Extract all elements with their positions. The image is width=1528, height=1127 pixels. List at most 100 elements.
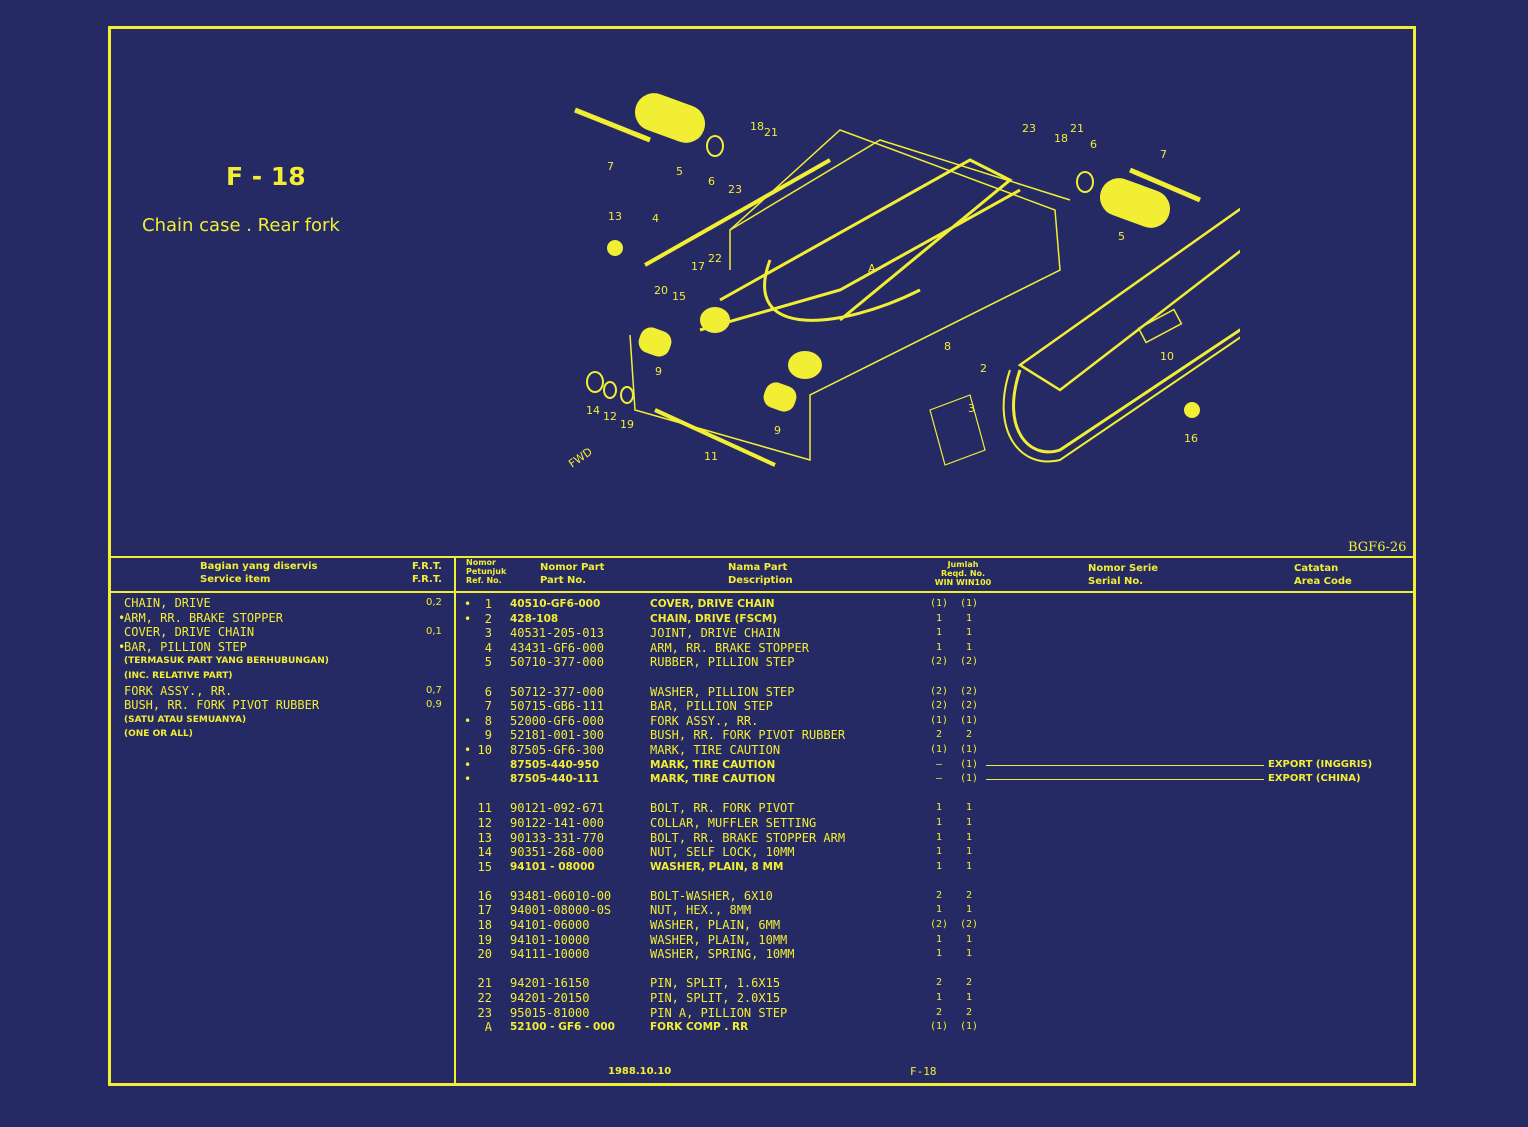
part-qty-win: 1 xyxy=(935,948,943,960)
service-item-row: •BAR, PILLION STEP xyxy=(118,640,456,655)
part-star: • xyxy=(464,742,472,757)
diagram-label: 14 xyxy=(586,404,600,417)
part-ref-no: 3 xyxy=(484,626,492,641)
part-description: CHAIN, DRIVE (FSCM) xyxy=(650,612,778,625)
header-frt: F.R.T. F.R.T. xyxy=(412,561,442,585)
diagram-label: 17 xyxy=(691,260,705,273)
part-qty-win100: (1) xyxy=(960,743,979,755)
drawing-code: BGF6-26 xyxy=(1348,540,1407,555)
part-description: BUSH, RR. FORK PIVOT RUBBER xyxy=(650,728,846,743)
part-qty-win100: 1 xyxy=(965,831,973,843)
diagram-label: 7 xyxy=(607,160,614,173)
header-description: Nama Part Description xyxy=(728,562,793,586)
service-item-frt: 0,2 xyxy=(426,597,442,608)
service-item-frt: 0,7 xyxy=(426,684,442,696)
group-spacer xyxy=(460,670,1410,685)
part-number: 95015-81000 xyxy=(510,1005,590,1020)
part-qty-win100: 1 xyxy=(965,641,973,653)
part-qty-win100: 1 xyxy=(965,612,973,624)
part-description: PIN A, PILLION STEP xyxy=(650,1005,788,1020)
service-item-row: CHAIN, DRIVE 0,2 xyxy=(118,596,456,611)
part-qty-win: 1 xyxy=(935,846,943,858)
part-number: 90122-141-000 xyxy=(510,815,604,830)
header-quantity: Jumlah Reqd. No. WIN WIN100 xyxy=(934,560,992,587)
part-star: • xyxy=(464,772,472,787)
part-number: 94101 - 08000 xyxy=(510,860,595,873)
part-number: 94101-10000 xyxy=(510,932,590,947)
diagram-label: 22 xyxy=(708,252,722,265)
part-number: 93481-06010-00 xyxy=(510,888,612,903)
service-item-name: (ONE OR ALL) xyxy=(124,729,193,740)
part-qty-win100: (2) xyxy=(960,656,979,668)
diagram-label: 9 xyxy=(655,365,662,378)
diagram-label: 15 xyxy=(672,290,686,303)
part-qty-win: (2) xyxy=(930,685,949,697)
service-item-name: CHAIN, DRIVE xyxy=(124,596,211,610)
part-number: 87505-GF6-300 xyxy=(510,742,604,757)
part-qty-win: 1 xyxy=(935,612,943,624)
part-description: ARM, RR. BRAKE STOPPER xyxy=(650,640,809,655)
part-ref-no: 4 xyxy=(484,640,492,655)
part-qty-win100: 2 xyxy=(965,729,973,741)
part-qty-win100: (2) xyxy=(960,919,979,931)
part-qty-win: — xyxy=(935,773,943,785)
part-ref-no: 18 xyxy=(477,918,492,933)
part-qty-win: 2 xyxy=(935,1006,943,1018)
group-spacer xyxy=(460,962,1410,977)
part-qty-win: 1 xyxy=(935,992,943,1004)
service-item-row: (SATU ATAU SEMUANYA) xyxy=(118,713,456,728)
service-item-bullet: • xyxy=(118,610,126,625)
part-qty-win100: (2) xyxy=(960,700,979,712)
diagram-label: FWD xyxy=(566,445,594,470)
part-qty-win100: 1 xyxy=(965,992,973,1004)
part-number: 87505-440-111 xyxy=(510,773,600,786)
part-ref-no: 21 xyxy=(477,976,492,991)
table-top-line xyxy=(110,556,1416,558)
part-qty-win100: (1) xyxy=(960,714,979,726)
part-number: 90351-268-000 xyxy=(510,845,604,860)
part-description: NUT, HEX., 8MM xyxy=(650,903,752,918)
page-subtitle: Chain case . Rear fork xyxy=(142,215,340,236)
part-number: 90121-092-671 xyxy=(510,801,604,816)
diagram-label: 23 xyxy=(728,183,742,196)
part-description: FORK ASSY., RR. xyxy=(650,713,759,728)
part-qty-win100: 1 xyxy=(965,816,973,828)
service-item-frt: 0,1 xyxy=(426,626,442,638)
part-ref-no: 1 xyxy=(484,597,492,611)
part-description: MARK, TIRE CAUTION xyxy=(650,742,781,757)
diagram-label: 6 xyxy=(708,175,715,188)
service-item-name: COVER, DRIVE CHAIN xyxy=(124,625,255,640)
diagram-label: 21 xyxy=(764,126,778,139)
part-qty-win: (1) xyxy=(930,598,949,609)
service-item-row: •ARM, RR. BRAKE STOPPER xyxy=(118,611,456,626)
diagram-label: 19 xyxy=(620,418,634,431)
header-area-code: Catatan Area Code xyxy=(1294,563,1352,587)
part-ref-no: 15 xyxy=(477,859,492,874)
part-description: PIN, SPLIT, 2.0X15 xyxy=(650,991,781,1006)
part-qty-win100: 2 xyxy=(965,1006,973,1018)
part-ref-no: 11 xyxy=(477,801,492,816)
part-qty-win: 2 xyxy=(935,729,943,741)
part-number: 94101-06000 xyxy=(510,918,590,933)
service-item-name: BAR, PILLION STEP xyxy=(124,639,247,654)
service-item-row: (ONE OR ALL) xyxy=(118,727,456,742)
part-number: 50710-377-000 xyxy=(510,655,604,670)
part-qty-win: 2 xyxy=(935,889,943,901)
print-date: 1988.10.10 xyxy=(608,1066,672,1077)
part-number: 428-108 xyxy=(510,612,559,625)
part-description: WASHER, PLAIN, 8 MM xyxy=(650,860,784,873)
part-description: JOINT, DRIVE CHAIN xyxy=(650,626,781,641)
